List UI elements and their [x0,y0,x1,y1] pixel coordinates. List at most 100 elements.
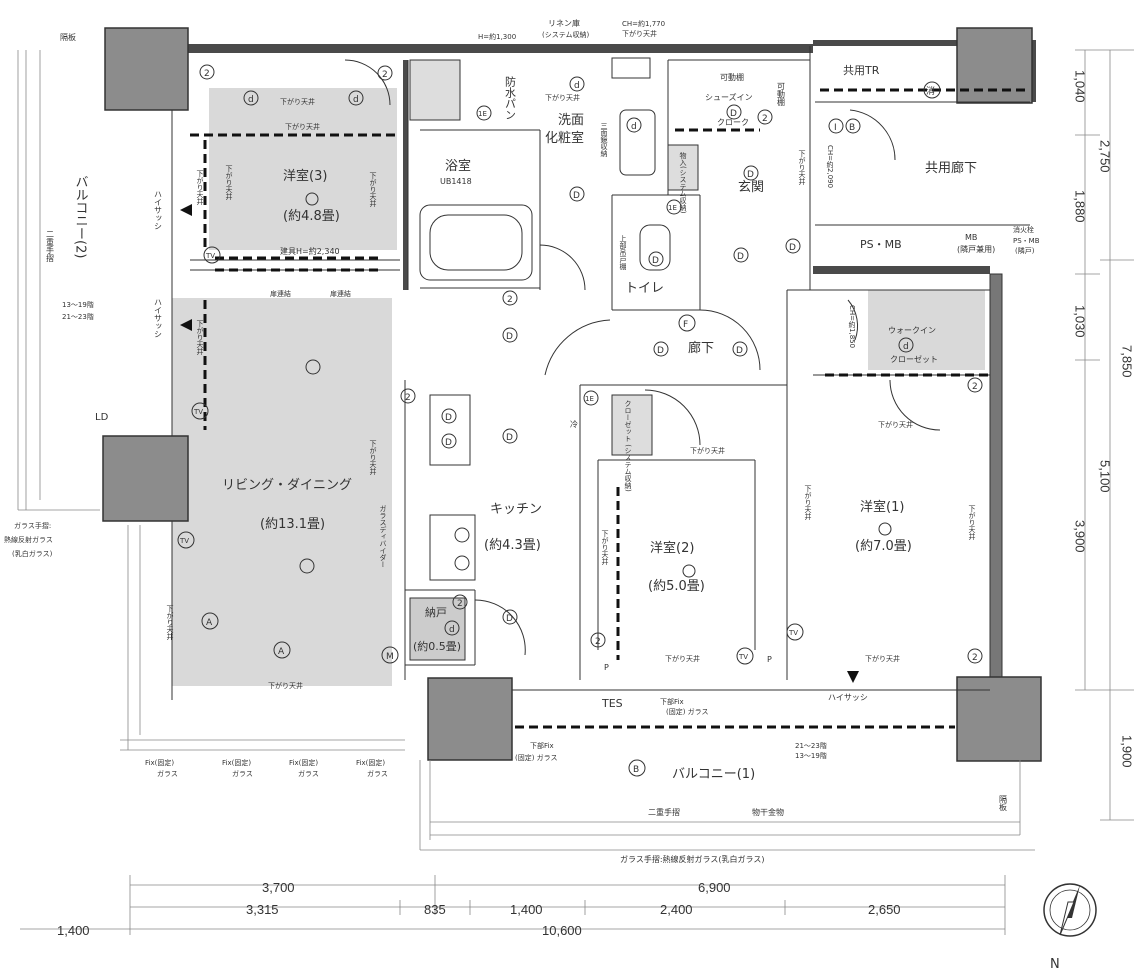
dim-3700: 3,700 [262,880,295,895]
dim-1400a: 1,400 [510,902,543,917]
symbol-2-1: 2 [199,64,215,80]
svg-text:TV: TV [738,653,748,661]
label-dryer: 物干金物 [752,807,784,817]
label-tes: TES [601,697,623,710]
room-mb-l1: MB [965,233,977,242]
room-walkin: ウォークイン [888,326,936,335]
symbol-d-3: d [569,76,585,92]
room-western3: 洋室(3) [283,168,327,184]
symbol-TV-4: TV [786,623,804,641]
label-ceiling-drop-l2: 下がり天井 [166,605,174,641]
svg-text:D: D [737,252,744,262]
label-ceiling-drop-l4: 下がり天井 [196,170,204,206]
room-balcony2: バルコニー(2) [73,175,89,258]
svg-text:1E: 1E [585,395,594,403]
room-western1-size: (約7.0畳) [855,539,912,554]
symbol-2-3: 2 [502,290,518,306]
svg-text:d: d [248,95,254,105]
symbol-room-LD [299,558,315,574]
svg-text:F: F [683,320,688,330]
label-ceiling-drop-l3: 下がり天井 [196,320,204,356]
label-fix-2-l2: ガラス [232,769,253,778]
label-high-sash-2: ハイサッシ [154,298,163,338]
room-western3-size: (約4.8畳) [283,209,340,224]
svg-text:D: D [652,256,659,266]
room-western2: 洋室(2) [650,540,694,556]
ceiling-drop-lines [190,88,1030,729]
dimension-lines [20,49,1134,935]
room-kitchen-size: (約4.3畳) [484,538,541,553]
room-corridor: 廊下 [688,340,714,356]
svg-text:D: D [506,433,513,443]
dim-3315: 3,315 [246,902,279,917]
symbol-room-W1 [878,522,892,536]
svg-text:TV: TV [205,252,215,260]
symbol-2-9: 2 [400,388,416,404]
svg-text:2: 2 [595,637,601,647]
fixtures [409,57,699,661]
label-fix-4: Fix(固定)ガラス [356,758,388,778]
label-lower-fix-l2: (固定) ガラス [515,753,558,762]
dim-7850: 7,850 [1120,345,1134,378]
svg-text:2: 2 [457,599,463,609]
dim-1040: 1,040 [1073,70,1088,103]
symbol-d-4: d [626,117,642,133]
room-living-size: (約13.1畳) [260,517,325,532]
label-fix-4-l1: Fix(固定) [356,758,385,767]
svg-text:1E: 1E [478,110,487,118]
room-ps-mb-next: PS・MB(隣戸) [1013,237,1040,255]
ceiling-drop-zones [172,88,985,686]
symbol-D-12: D [502,327,518,343]
label-ceiling-drop-r1: 下がり天井 [369,172,377,208]
symbol-TV-5: TV [736,647,754,665]
label-fix-3: Fix(固定)ガラス [289,758,319,778]
symbol-d-18: d [444,620,460,636]
label-ceiling-drop-1770: 下がり天井 [622,29,657,38]
symbol-2-6: 2 [967,648,983,664]
label-ceiling-drop-ent: 下がり天井 [545,93,580,102]
label-ceiling-drop-w1b: 下がり天井 [865,654,900,663]
svg-text:d: d [449,625,455,635]
room-western1: 洋室(1) [860,499,904,515]
label-lower-fix2-l1: 下部Fix [660,697,684,706]
svg-text:2: 2 [507,295,513,305]
label-ceiling-drop-ld: 下がり天井 [268,681,303,690]
label-fix-1-l1: Fix(固定) [145,758,174,767]
room-toilet: トイレ [625,281,664,296]
label-partition-right: 隔板 [999,795,1008,812]
svg-text:B: B [633,765,639,775]
label-lower-fix-l1: 下部Fix [530,741,554,750]
annotations: 隔板 隔板 リネン庫 (システム収納) CH=約1,770 下がり天井 H=約1… [4,18,1008,864]
label-high-sash-3: ハイサッシ [828,693,868,702]
room-living: リビング・ダイニング [222,478,352,493]
symbol-LD: LD [95,412,109,423]
label-fusuma-1: 扉連結 [270,289,291,298]
symbol-D-7: D [569,186,585,202]
symbol-A-2: A [201,612,219,630]
label-fusuma-2: 扉連結 [330,289,351,298]
symbol-I-top: I [828,118,844,134]
symbol-D-8: D [733,247,749,263]
label-fix-3-l1: Fix(固定) [289,758,318,767]
svg-text:D: D [736,346,743,356]
label-fridge: 冷 [570,419,578,429]
label-partition-top: 隔板 [60,32,76,42]
symbol-2-5: 2 [967,377,983,393]
svg-text:D: D [445,438,452,448]
room-hydrant: 消火栓 [1013,225,1034,234]
svg-text:TV: TV [788,629,798,637]
label-ch2090: CH=約2,090 [826,145,834,188]
label-built-in: 物入(システム収納) [679,151,687,214]
room-kitchen: キッチン [490,502,542,517]
symbol-d-2: d [348,90,364,106]
symbol-E-2: 1E [666,199,682,215]
dim-10600: 10,600 [542,923,582,938]
label-lower-fix2: 下部Fix(固定) ガラス [660,697,709,716]
label-p1: P [604,663,609,672]
room-bath-unit: UB1418 [440,177,472,186]
label-three-mirror: 三面鏡収納 [600,122,608,158]
svg-text:I: I [834,123,837,133]
room-bath: 浴室 [445,158,471,174]
label-floors-a-l2: 21～23階 [62,312,94,321]
label-double-rail-left: 二重手摺 [46,230,55,263]
